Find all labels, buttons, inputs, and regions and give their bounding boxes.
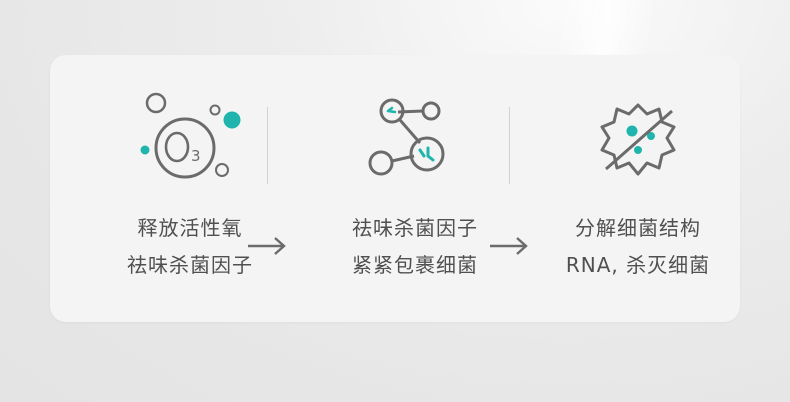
process-card: 3 释放活性氧 祛味杀菌因子 祛味杀菌因子 紧紧包裹细菌 [50,55,740,322]
step-wrap-bacteria: 祛味杀菌因子 紧紧包裹细菌 [320,55,510,322]
step-1-line-1: 释放活性氧 [137,216,243,240]
arrow-right-icon [490,237,528,255]
step-release-oxygen: 3 释放活性氧 祛味杀菌因子 [95,55,285,322]
step-3-line-1: 分解细菌结构 [575,216,701,240]
step-1-line-2: 祛味杀菌因子 [127,253,253,277]
step-2-line-1: 祛味杀菌因子 [352,216,478,240]
step-3-line-2: RNA, 杀灭细菌 [565,253,711,277]
step-2-line-2: 紧紧包裹细菌 [352,253,478,277]
step-kill-bacteria: 分解细菌结构 RNA, 杀灭细菌 [543,55,733,322]
ozone-icon: 3 [140,92,241,179]
bacteria-kill-icon [600,103,676,176]
svg-text:3: 3 [191,147,201,165]
molecule-icon [368,98,445,176]
arrow-right-icon [248,237,286,255]
divider [509,107,510,184]
divider [267,107,268,184]
